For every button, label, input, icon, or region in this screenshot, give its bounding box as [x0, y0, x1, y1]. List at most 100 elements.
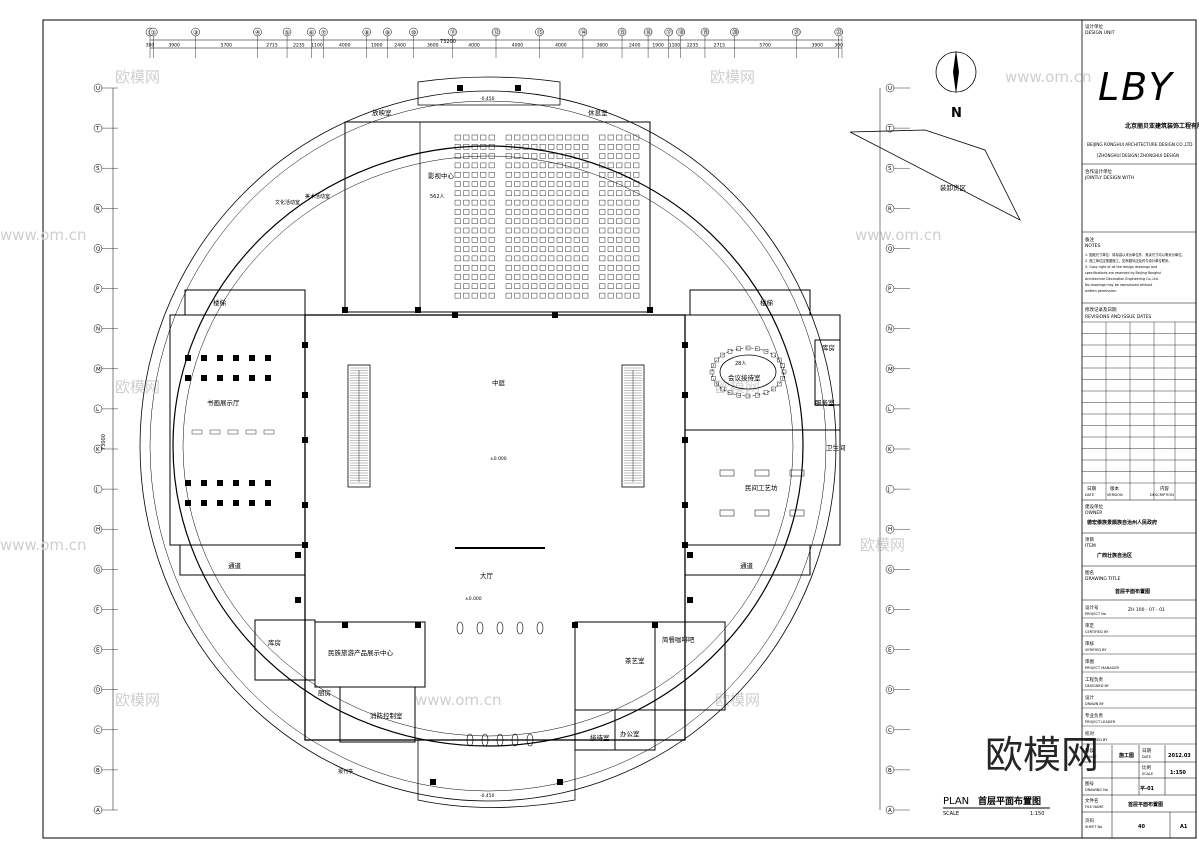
- seat: [454, 190, 461, 197]
- grid-row-label: L: [888, 407, 892, 413]
- seat: [624, 199, 631, 206]
- room-label-stair-left: 楼梯: [213, 298, 227, 307]
- dimension-value: 4000: [512, 43, 524, 49]
- tb-drawing-title-en: DRAWING TITLE: [1085, 576, 1121, 582]
- tb-notes-cn: 备注: [1085, 236, 1094, 243]
- seat: [599, 227, 606, 234]
- seat: [463, 265, 470, 271]
- seat: [454, 218, 461, 224]
- seat: [471, 292, 478, 299]
- seat: [531, 134, 538, 141]
- grid-axis-label: ⑥: [309, 30, 314, 37]
- tb-row-cn: 设计号: [1085, 604, 1099, 611]
- seat: [565, 181, 572, 187]
- seat: [454, 283, 461, 289]
- tb-owner-value: 德宏傣族景颇族自治州人民政府: [1086, 519, 1157, 526]
- elevation-mark: ±0.000: [465, 596, 482, 602]
- seat: [556, 283, 563, 289]
- seat: [633, 283, 640, 289]
- seat: [633, 199, 640, 206]
- column: [652, 622, 658, 628]
- seat: [514, 255, 521, 262]
- seat: [548, 199, 555, 206]
- column: [295, 597, 301, 603]
- seat: [607, 190, 614, 197]
- seat: [505, 255, 512, 262]
- seat: [633, 153, 640, 159]
- seat: [531, 255, 538, 262]
- seat: [488, 199, 495, 206]
- tb-row-en: PROJECT MANAGER: [1085, 666, 1120, 670]
- tb-revisions-en: REVISIONS AND ISSUE DATES: [1085, 314, 1151, 320]
- seat: [463, 283, 470, 289]
- seat: [505, 227, 512, 234]
- tb-sheet-en: SHEET No: [1085, 825, 1102, 829]
- seat: [548, 283, 555, 289]
- chair: [763, 349, 769, 354]
- room-label-rest: 休息室: [588, 108, 608, 117]
- seat: [548, 181, 555, 187]
- dimension-value: 5700: [221, 43, 233, 49]
- tb-rev-head-version-en: VERSION: [1107, 493, 1123, 497]
- seat: [539, 181, 546, 187]
- dimension-value: 2235: [687, 43, 699, 49]
- tb-scale-cn: 比例: [1142, 764, 1151, 771]
- seat: [471, 274, 478, 280]
- tb-owner-cn: 建设单位: [1085, 503, 1103, 510]
- grid-row-label: S: [96, 166, 100, 172]
- tb-item-en: ITEM: [1085, 543, 1096, 549]
- seat: [454, 246, 461, 252]
- tb-row-en: VERIFIED BY: [1085, 648, 1107, 652]
- seat: [556, 153, 563, 159]
- seat: [633, 265, 640, 271]
- tb-company-sub: [ZHONGHUI DESIGN] ZHONGHUI DESIGN: [1097, 153, 1179, 158]
- seat: [531, 283, 538, 289]
- seat: [607, 209, 614, 215]
- seat: [556, 181, 563, 187]
- grid-axis-label: ⑭: [580, 29, 586, 37]
- watermark: 欧模网: [860, 536, 905, 554]
- tb-rev-head-date: 日期: [1087, 486, 1096, 492]
- tb-rev-head-version: 版本: [1110, 485, 1119, 492]
- tb-file-value: 首层平面布置图: [1128, 801, 1163, 808]
- seat: [514, 246, 521, 252]
- seat: [624, 237, 631, 243]
- chair: [780, 376, 785, 381]
- tb-row-en: PROJECT LEADER: [1085, 720, 1116, 724]
- seat: [633, 162, 640, 169]
- room-label-cinema-seats: 562人: [430, 194, 445, 200]
- seat: [616, 162, 623, 169]
- seat: [539, 171, 546, 178]
- seat: [599, 199, 606, 206]
- seat: [505, 209, 512, 215]
- seat: [463, 218, 470, 224]
- seat: [454, 144, 461, 150]
- seat: [522, 265, 529, 271]
- elevation-mark: ±0.000: [490, 456, 507, 462]
- column: [430, 779, 436, 785]
- seat: [556, 209, 563, 215]
- seat: [565, 237, 572, 243]
- column: [415, 307, 421, 313]
- hall-column: [456, 621, 464, 635]
- dimension-value: 2400: [629, 43, 641, 49]
- grid-row-label: R: [96, 206, 100, 212]
- cinema-seating: [454, 134, 787, 399]
- chair: [763, 390, 769, 395]
- north-arrow: N: [935, 50, 977, 121]
- seat: [514, 283, 521, 289]
- craft-table: [719, 469, 735, 477]
- display-case: [217, 375, 223, 381]
- hall-feature-columns: [456, 621, 544, 747]
- structural-columns: [295, 85, 693, 785]
- seat: [633, 227, 640, 234]
- seat: [573, 237, 580, 243]
- seat: [616, 199, 623, 206]
- display-case: [227, 429, 239, 435]
- seat: [556, 274, 563, 280]
- seat: [463, 255, 470, 262]
- seat: [505, 283, 512, 289]
- seat: [599, 190, 606, 197]
- tb-date-value: 2012.03: [1168, 753, 1191, 759]
